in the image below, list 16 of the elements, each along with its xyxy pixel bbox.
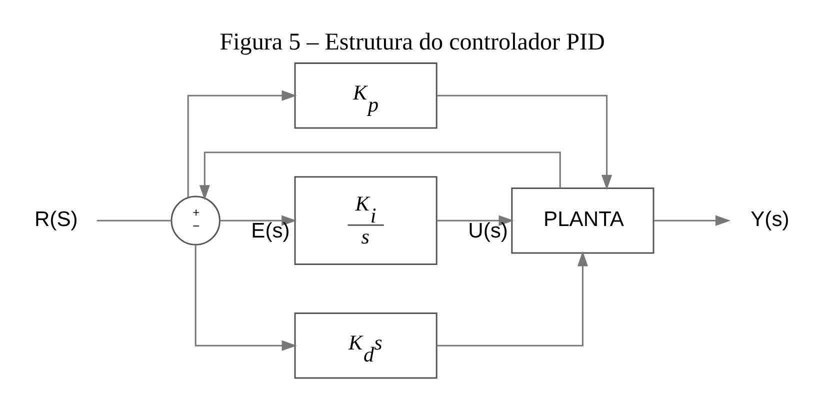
diagram-title: Figura 5 – Estrutura do controlador PID [220,28,605,55]
connector [96,219,172,221]
arrow [194,244,297,350]
node-text: Y(s) [750,208,790,231]
edge-label: U(s) [468,218,508,242]
arrow [187,90,297,198]
arrow [436,250,588,346]
arrow [220,214,297,226]
arrow [654,214,731,226]
arrow [199,151,561,200]
node-circle: + − [170,195,220,245]
node-box: PLANTA [511,186,654,254]
arrow [436,94,612,190]
edge-label: E(s) [251,218,290,242]
arrow [436,214,514,226]
node-text: R(S) [34,208,78,231]
